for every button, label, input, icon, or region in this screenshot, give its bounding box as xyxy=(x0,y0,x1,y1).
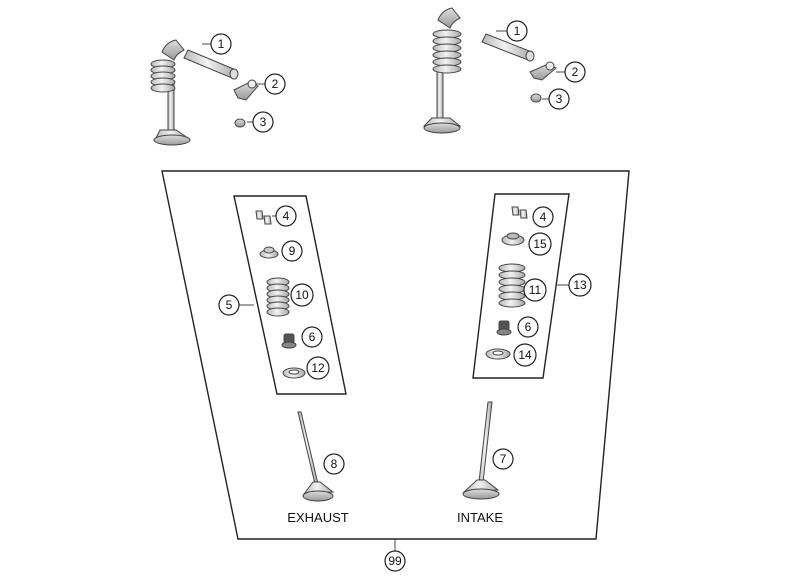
callout-15: 15 xyxy=(528,232,552,256)
callout-2-top-left: 2 xyxy=(264,73,286,95)
valve-spring-intake xyxy=(498,263,526,308)
svg-text:7: 7 xyxy=(500,452,507,466)
svg-text:1: 1 xyxy=(514,24,521,38)
svg-text:6: 6 xyxy=(525,320,532,334)
intake-valve-assembly-top xyxy=(422,7,462,134)
svg-text:1: 1 xyxy=(218,37,225,51)
callout-3-top-left: 3 xyxy=(252,111,274,133)
valve-shim-part xyxy=(234,118,246,128)
callout-5: 5 xyxy=(218,294,240,316)
rocker-shaft-part-intake xyxy=(481,33,535,62)
svg-text:8: 8 xyxy=(331,457,338,471)
callout-11: 11 xyxy=(523,278,547,302)
callout-12: 12 xyxy=(306,356,330,380)
svg-text:6: 6 xyxy=(309,330,316,344)
callout-6-intake: 6 xyxy=(517,316,539,338)
svg-text:4: 4 xyxy=(540,210,547,224)
callout-13: 13 xyxy=(568,273,592,297)
spring-seat-intake xyxy=(485,348,511,360)
svg-text:5: 5 xyxy=(226,298,233,312)
intake-valve-part xyxy=(462,401,500,500)
svg-text:15: 15 xyxy=(533,237,547,251)
valve-keepers-exhaust xyxy=(255,210,272,225)
callout-10: 10 xyxy=(290,283,314,307)
svg-text:9: 9 xyxy=(289,244,296,258)
svg-text:2: 2 xyxy=(572,65,579,79)
svg-text:3: 3 xyxy=(260,115,267,129)
callout-8: 8 xyxy=(323,453,345,475)
valve-spring-exhaust xyxy=(266,277,290,317)
callout-6-exhaust: 6 xyxy=(301,326,323,348)
callout-14: 14 xyxy=(513,343,537,367)
valve-keepers-intake xyxy=(511,206,528,219)
svg-text:3: 3 xyxy=(556,92,563,106)
kit-frame xyxy=(161,170,630,540)
svg-text:2: 2 xyxy=(272,77,279,91)
valve-stem-seal-intake xyxy=(496,320,512,336)
callout-7: 7 xyxy=(492,448,514,470)
valve-stem-seal-exhaust xyxy=(281,333,297,349)
intake-subkit-frame xyxy=(472,193,570,379)
rocker-shaft-part xyxy=(183,49,239,80)
callout-1-top-right: 1 xyxy=(506,20,528,42)
callout-99: 99 xyxy=(384,550,406,572)
spring-retainer-exhaust xyxy=(259,246,279,259)
valve-shim-part-intake xyxy=(530,93,542,103)
svg-text:13: 13 xyxy=(573,278,587,292)
spring-retainer-intake xyxy=(501,232,525,246)
callout-9: 9 xyxy=(281,240,303,262)
rocker-arm-part xyxy=(233,79,259,101)
callout-4-exhaust: 4 xyxy=(275,205,297,227)
callout-1-top-left: 1 xyxy=(210,33,232,55)
rocker-arm-part-intake xyxy=(529,61,557,81)
svg-text:11: 11 xyxy=(529,283,542,297)
callout-3-top-right: 3 xyxy=(548,88,570,110)
svg-text:4: 4 xyxy=(283,209,290,223)
callout-4-intake: 4 xyxy=(532,206,554,228)
exhaust-valve-part xyxy=(297,411,335,502)
svg-text:99: 99 xyxy=(388,554,402,568)
svg-text:10: 10 xyxy=(295,288,309,302)
intake-label: INTAKE xyxy=(457,510,503,525)
svg-text:14: 14 xyxy=(518,348,532,362)
svg-text:12: 12 xyxy=(311,361,325,375)
spring-seat-exhaust xyxy=(282,367,306,379)
exhaust-subkit-frame xyxy=(233,195,347,395)
exhaust-label: EXHAUST xyxy=(287,510,348,525)
exhaust-valve-assembly-top xyxy=(150,39,191,146)
callout-2-top-right: 2 xyxy=(564,61,586,83)
